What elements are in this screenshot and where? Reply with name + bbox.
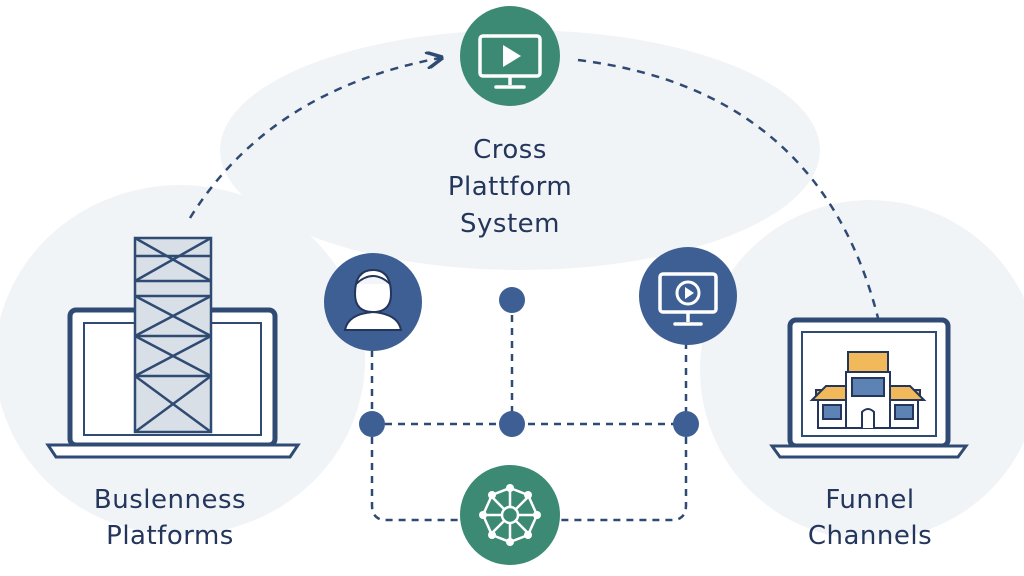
- arc-top-to-right: [577, 58, 880, 319]
- monitor-play-icon: [460, 6, 560, 106]
- network-connectors: [370, 302, 688, 522]
- node-top: [499, 287, 525, 313]
- label-business-platforms: Buslenness Platforms: [60, 482, 280, 554]
- user-avatar-icon: [324, 253, 422, 351]
- network-nodes: [359, 287, 699, 437]
- monitor-play-icon-right: [639, 247, 737, 345]
- network-hub-icon: [460, 465, 560, 565]
- node-center: [499, 411, 525, 437]
- label-line: Plattform: [447, 172, 573, 202]
- node-right: [673, 411, 699, 437]
- label-funnel-channels: Funnel Channels: [770, 482, 970, 554]
- label-line: Cross: [473, 135, 547, 165]
- laptop-with-tower-icon: [45, 236, 301, 459]
- laptop-with-building-icon: [769, 317, 969, 459]
- tower-icon: [133, 236, 213, 434]
- label-line: Platforms: [106, 521, 234, 551]
- label-line: Buslenness: [93, 485, 247, 515]
- label-cross-platform-system: Cross Plattform System: [410, 132, 610, 243]
- label-line: Channels: [807, 521, 933, 551]
- building-icon: [809, 351, 927, 429]
- node-left: [359, 411, 385, 437]
- label-line: Funnel: [825, 485, 915, 515]
- label-line: System: [460, 209, 560, 239]
- arc-left-to-top: [188, 58, 440, 219]
